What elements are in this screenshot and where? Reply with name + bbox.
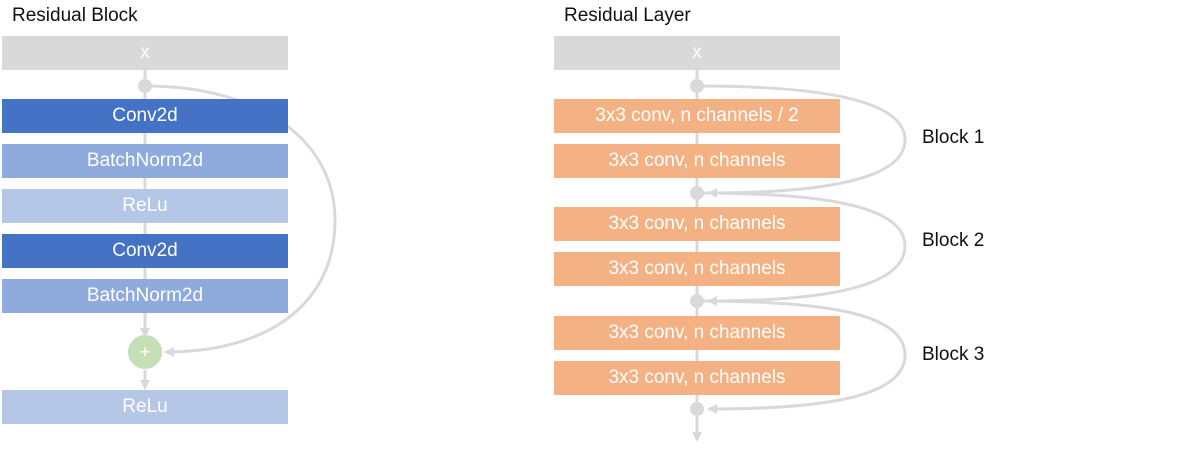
block-1-label: Block 1 — [922, 127, 985, 148]
right-conv-6: 3x3 conv, n channels — [554, 361, 840, 395]
right-skip-block-3 — [696, 299, 907, 414]
block-3-label: Block 3 — [922, 344, 985, 365]
right-conv-3: 3x3 conv, n channels — [554, 207, 840, 241]
left-conv2d-2: Conv2d — [2, 234, 288, 268]
right-conv-4: 3x3 conv, n channels — [554, 252, 840, 286]
left-batchnorm2d-2: BatchNorm2d — [2, 279, 288, 313]
left-input-block: x — [2, 36, 288, 70]
left-batchnorm2d-1: BatchNorm2d — [2, 144, 288, 178]
right-conv-5: 3x3 conv, n channels — [554, 316, 840, 350]
right-conv-1: 3x3 conv, n channels / 2 — [554, 99, 840, 133]
left-conv2d-1: Conv2d — [2, 99, 288, 133]
left-relu-1: ReLu — [2, 189, 288, 223]
right-input-block: x — [554, 36, 840, 70]
add-node: + — [128, 335, 162, 369]
right-skip-block-1 — [696, 84, 907, 198]
right-node-4 — [690, 402, 704, 416]
left-relu-output: ReLu — [2, 390, 288, 424]
block-2-label: Block 2 — [922, 230, 985, 251]
right-conv-2: 3x3 conv, n channels — [554, 144, 840, 178]
residual-block-title: Residual Block — [12, 5, 138, 26]
residual-layer-title: Residual Layer — [564, 5, 691, 26]
right-skip-block-2 — [696, 191, 907, 306]
